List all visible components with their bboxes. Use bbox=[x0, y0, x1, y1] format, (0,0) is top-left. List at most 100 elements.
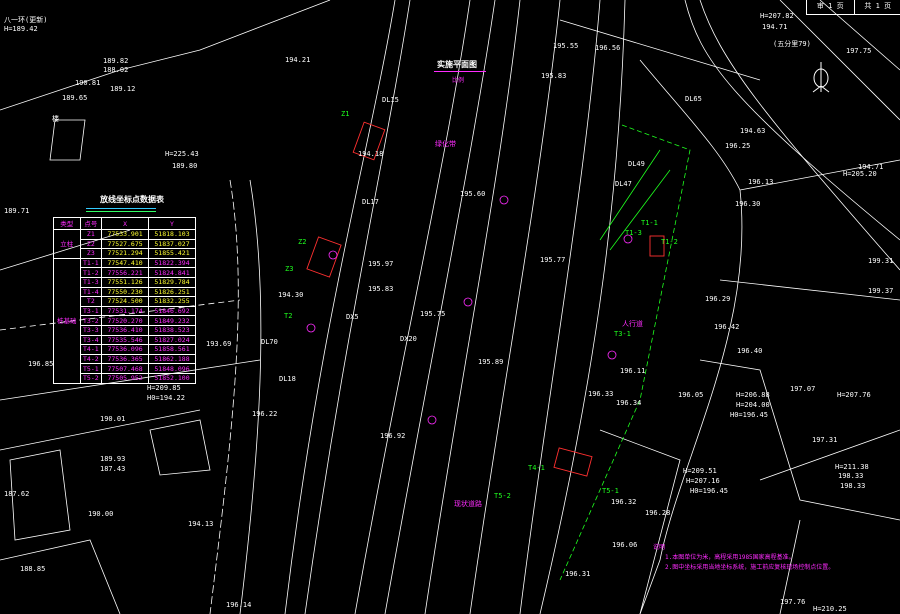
map-label: 196.56 bbox=[595, 44, 621, 52]
cell-y: 51824.841 bbox=[148, 267, 196, 278]
map-label: DL15 bbox=[382, 96, 399, 104]
header-point: 点号 bbox=[79, 217, 103, 230]
map-label: 195.60 bbox=[460, 190, 486, 198]
cell-y: 51822.394 bbox=[148, 257, 196, 269]
header-x: X bbox=[101, 217, 150, 230]
map-label: 190.01 bbox=[100, 415, 126, 423]
map-label: 190.81 bbox=[75, 79, 101, 87]
footing-outline bbox=[352, 121, 386, 161]
cell-point: T3-4 bbox=[79, 334, 103, 346]
map-label: DX20 bbox=[400, 335, 417, 343]
cell-point: T5-2 bbox=[79, 372, 103, 384]
cell-x: 77531.174 bbox=[101, 305, 150, 317]
cell-x: 77536.096 bbox=[101, 344, 150, 355]
map-label: H=207.16 bbox=[686, 477, 720, 485]
map-label: 196.92 bbox=[380, 432, 406, 440]
cell-x: 77536.410 bbox=[101, 324, 150, 336]
cell-y: 51829.784 bbox=[148, 276, 196, 288]
map-label: 人行道 bbox=[622, 320, 643, 328]
note-item: 1.本图单位为米，高程采用1985国家高程基准。 bbox=[665, 554, 795, 561]
map-label: Z3 bbox=[285, 265, 294, 273]
map-label: 196.29 bbox=[705, 295, 731, 303]
cell-y: 51849.232 bbox=[148, 315, 196, 326]
map-label: 195.89 bbox=[478, 358, 504, 366]
map-label: 196.13 bbox=[748, 178, 774, 186]
map-label: 196.06 bbox=[612, 541, 638, 549]
map-label: DL47 bbox=[615, 180, 632, 188]
map-label: 189.65 bbox=[62, 94, 88, 102]
map-label: 199.37 bbox=[868, 287, 894, 295]
title-block-left: 审 1 页 bbox=[816, 2, 844, 10]
cell-y: 51827.024 bbox=[148, 334, 196, 346]
group-label: 立柱 bbox=[53, 229, 81, 259]
map-label: T1-1 bbox=[641, 219, 658, 227]
cell-y: 51837.027 bbox=[148, 238, 196, 250]
cell-point: T4-2 bbox=[79, 353, 103, 365]
map-label: 196.40 bbox=[737, 347, 763, 355]
map-label: 196.34 bbox=[616, 399, 642, 407]
map-label: H=205.20 bbox=[843, 170, 877, 178]
cell-x: 77524.500 bbox=[101, 296, 150, 307]
map-label: H0=196.45 bbox=[690, 487, 728, 495]
cell-y: 51848.096 bbox=[148, 363, 196, 374]
header-y: Y bbox=[148, 217, 196, 230]
cell-y: 51832.255 bbox=[148, 296, 196, 307]
map-label: 194.63 bbox=[740, 127, 766, 135]
notes: 说明 1.本图单位为米，高程采用1985国家高程基准。 2.图中坐标采用当地坐标… bbox=[653, 543, 834, 573]
map-label: 196.22 bbox=[252, 410, 278, 418]
cell-point: T1-2 bbox=[79, 267, 103, 278]
cell-x: 77536.365 bbox=[101, 353, 150, 365]
cell-x: 77527.675 bbox=[101, 238, 150, 250]
cell-point: Z2 bbox=[79, 238, 103, 250]
cell-x: 77533.901 bbox=[101, 229, 150, 240]
scope-subtitle: 比例 bbox=[452, 77, 465, 84]
map-label: 189.71 bbox=[4, 207, 30, 215]
map-label: H0=196.45 bbox=[730, 411, 768, 419]
cell-point: T5-1 bbox=[79, 363, 103, 374]
map-label: 196.30 bbox=[735, 200, 761, 208]
map-label: 189.80 bbox=[172, 162, 198, 170]
map-label: H=189.42 bbox=[4, 25, 38, 33]
cell-x: 77521.294 bbox=[101, 248, 150, 259]
map-label: T5-1 bbox=[602, 487, 619, 495]
map-label: Z1 bbox=[341, 110, 350, 118]
map-label: 196.42 bbox=[714, 323, 740, 331]
title-block-right: 共 1 页 bbox=[853, 0, 900, 14]
cell-point: T3-3 bbox=[79, 324, 103, 336]
cell-x: 77547.410 bbox=[101, 257, 150, 269]
map-label: 197.07 bbox=[790, 385, 816, 393]
cell-x: 77520.270 bbox=[101, 315, 150, 326]
scope-underline bbox=[434, 71, 486, 72]
map-label: 188.02 bbox=[103, 66, 129, 74]
map-label: Z2 bbox=[298, 238, 307, 246]
map-label: H=204.00 bbox=[736, 401, 770, 409]
map-label: 197.31 bbox=[812, 436, 838, 444]
map-label: 197.75 bbox=[846, 47, 872, 55]
map-label: 188.85 bbox=[20, 565, 46, 573]
map-label: 八一环(更新) bbox=[4, 16, 48, 24]
map-label: H=225.43 bbox=[165, 150, 199, 158]
map-label: H=211.38 bbox=[835, 463, 869, 471]
map-label: 199.31 bbox=[868, 257, 894, 265]
map-label: DL17 bbox=[362, 198, 379, 206]
map-label: 194.13 bbox=[188, 520, 214, 528]
cell-point: T3-1 bbox=[79, 305, 103, 317]
map-label: 楼 bbox=[52, 115, 59, 123]
map-label: 190.00 bbox=[88, 510, 114, 518]
cell-y: 51826.251 bbox=[148, 286, 196, 298]
cell-point: T1-3 bbox=[79, 276, 103, 288]
table-title-underline bbox=[86, 208, 156, 212]
map-label: 194.18 bbox=[358, 150, 384, 158]
map-label: 196.33 bbox=[588, 390, 614, 398]
map-label: 196.32 bbox=[611, 498, 637, 506]
map-label: 现状道路 bbox=[454, 500, 482, 508]
map-label: 196.05 bbox=[678, 391, 704, 399]
map-label: (五分里79) bbox=[773, 40, 811, 48]
cell-point: T1-1 bbox=[79, 257, 103, 269]
map-label: 绿化带 bbox=[435, 140, 456, 148]
cell-x: 77550.230 bbox=[101, 286, 150, 298]
map-label: 189.82 bbox=[103, 57, 129, 65]
